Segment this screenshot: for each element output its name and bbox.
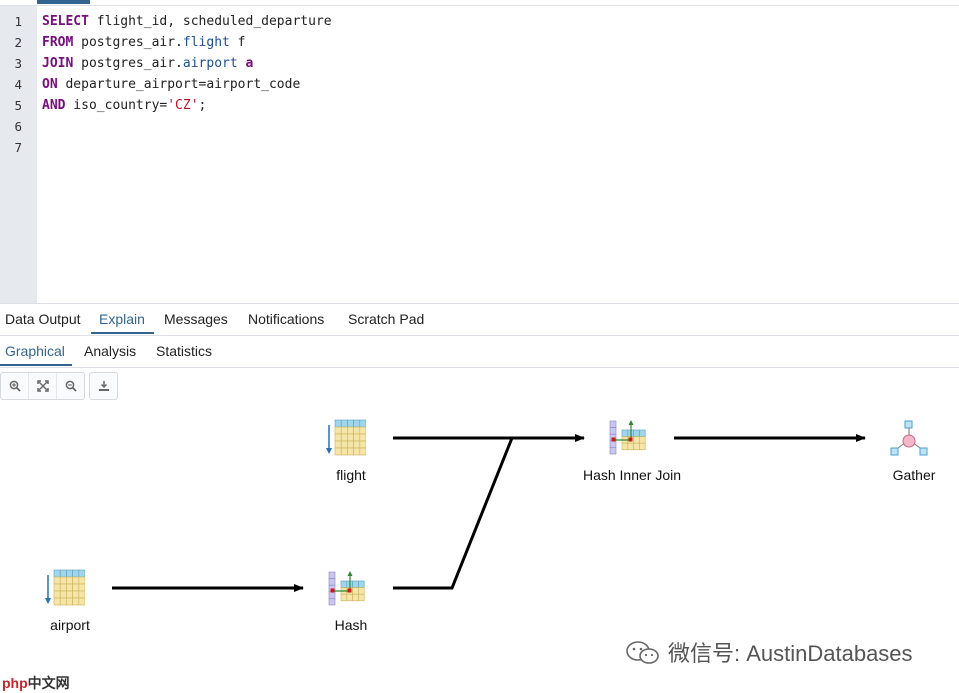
tab-data-output[interactable]: Data Output: [5, 311, 81, 327]
active-subtab-underline: [0, 364, 72, 366]
zoom-in-button[interactable]: [1, 373, 29, 399]
code-line: AND iso_country='CZ';: [42, 98, 207, 113]
tab-analysis[interactable]: Analysis: [84, 343, 137, 359]
line-number: 7: [14, 140, 22, 155]
line-number: 1: [14, 14, 22, 29]
wechat-icon: [626, 641, 659, 664]
line-number: 2: [14, 35, 22, 50]
hash-icon[interactable]: [328, 570, 366, 608]
edge-hash-to-join: [393, 436, 584, 590]
zoom-toolbar: [0, 372, 85, 400]
tab-explain[interactable]: Explain: [99, 311, 145, 327]
active-tab-underline: [91, 332, 154, 334]
download-icon: [98, 381, 109, 391]
zoom-out-icon: [65, 380, 77, 392]
line-number-gutter: [0, 6, 37, 303]
explain-tabs: Graphical Analysis Statistics: [0, 336, 959, 368]
watermark-text: 微信号: AustinDatabases: [668, 641, 913, 666]
editor-tab-indicator: [37, 0, 90, 4]
zoom-out-button[interactable]: [57, 373, 84, 399]
code-line: JOIN postgres_air.airport a: [42, 56, 254, 71]
code-line: SELECT flight_id, scheduled_departure: [42, 14, 332, 29]
code-line: FROM postgres_air.flight f: [42, 35, 246, 50]
result-tabs: Data Output Explain Messages Notificatio…: [0, 304, 959, 336]
download-button[interactable]: [90, 373, 117, 399]
zoom-in-icon: [9, 380, 21, 392]
download-toolbar: [89, 372, 118, 400]
seq-scan-icon[interactable]: [45, 569, 85, 607]
code-line: [42, 137, 332, 158]
tab-scratch-pad[interactable]: Scratch Pad: [348, 311, 425, 327]
node-label-airport: airport: [50, 617, 90, 633]
node-label-hash-join: Hash Inner Join: [582, 467, 682, 483]
logo-brand: php: [2, 675, 28, 691]
line-number: 6: [14, 119, 22, 134]
code-line: [42, 116, 332, 137]
gather-icon[interactable]: [889, 420, 929, 456]
editor-divider: [0, 303, 959, 304]
node-label-hash: Hash: [334, 617, 368, 633]
tab-notifications[interactable]: Notifications: [248, 311, 325, 327]
seq-scan-icon[interactable]: [326, 419, 366, 457]
line-number: 5: [14, 98, 22, 113]
editor-top-border: [0, 5, 959, 6]
site-logo: php中文网: [2, 673, 70, 693]
line-number: 4: [14, 77, 22, 92]
hash-join-icon[interactable]: [609, 419, 647, 457]
tab-statistics[interactable]: Statistics: [156, 343, 213, 359]
line-number: 3: [14, 56, 22, 71]
zoom-fit-button[interactable]: [29, 373, 57, 399]
logo-suffix: 中文网: [27, 675, 70, 691]
tab-graphical[interactable]: Graphical: [5, 343, 65, 359]
node-label-flight: flight: [336, 467, 366, 483]
code-line: ON departure_airport=airport_code: [42, 77, 301, 92]
tab-messages[interactable]: Messages: [164, 311, 228, 327]
node-label-gather: Gather: [892, 467, 936, 483]
zoom-fit-icon: [36, 380, 49, 392]
